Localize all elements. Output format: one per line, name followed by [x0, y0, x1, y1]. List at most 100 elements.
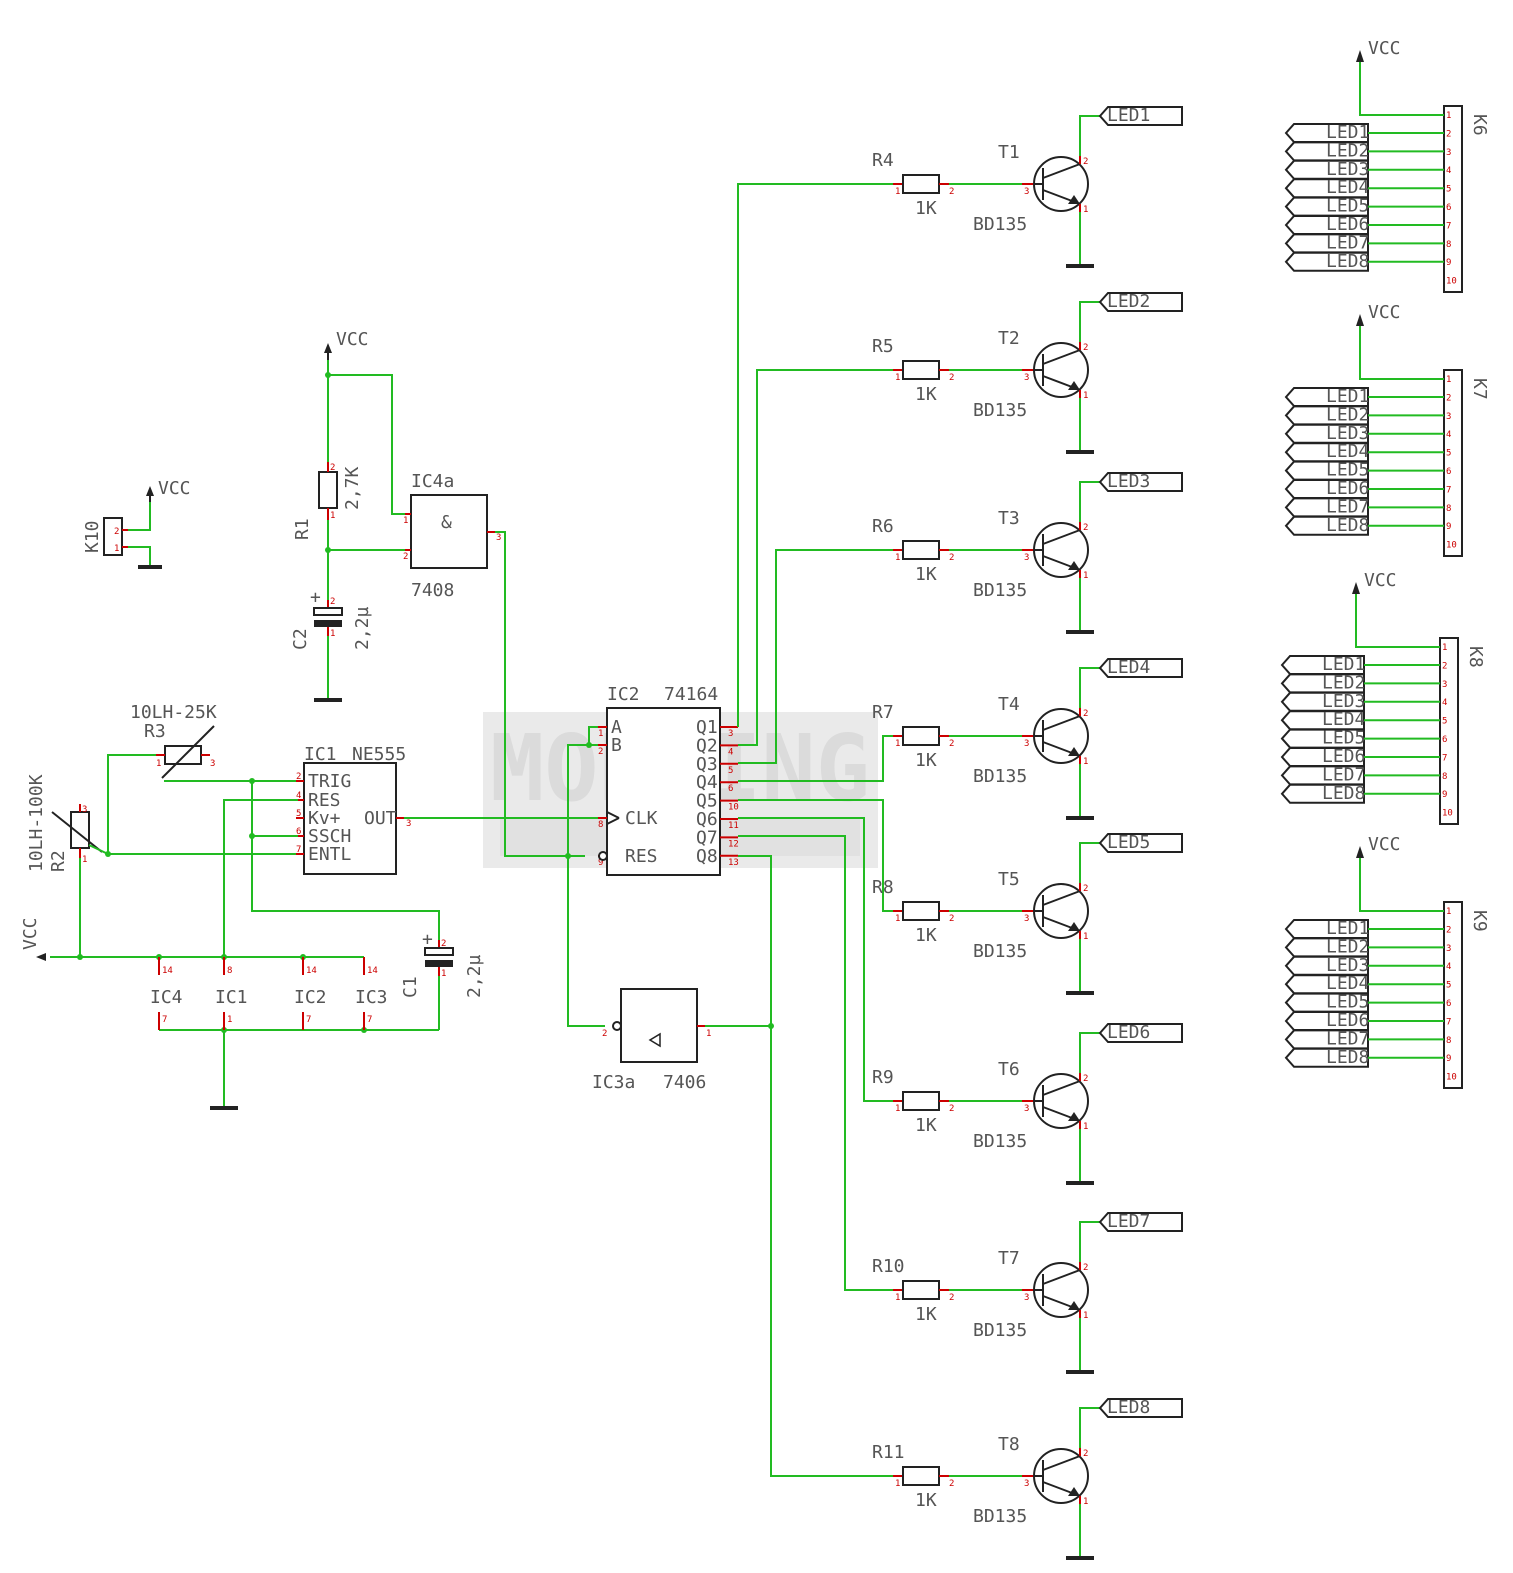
emitter-arrow-icon — [1068, 561, 1080, 570]
pin-number: 2 — [441, 939, 446, 949]
resistor-value: 1K — [915, 1490, 937, 1511]
net-flag-label: LED4 — [1326, 177, 1369, 198]
pin-number: 1 — [1083, 571, 1088, 581]
pin-number: 3 — [1024, 914, 1029, 924]
ic1-ne555 — [303, 762, 397, 875]
transistor-name: T5 — [998, 869, 1020, 890]
net-flag-label: LED7 — [1326, 232, 1369, 253]
reset-network: VCC 2 1 R1 2,7K 2 1 + C2 2,2µ 1 2 3 & I — [290, 329, 585, 857]
pin-number: 2 — [949, 1293, 954, 1303]
pin-number: 2 — [330, 463, 335, 473]
pin-number: 3 — [210, 759, 215, 769]
net-flag-label: LED8 — [1326, 251, 1369, 272]
pin-number: 3 — [1024, 1293, 1029, 1303]
pin-number: 1 — [895, 1293, 900, 1303]
ic2-input-label: RES — [625, 846, 658, 867]
pin-number: 2 — [949, 1479, 954, 1489]
net-flag-label: LED4 — [1322, 709, 1365, 730]
net-flag-label: LED5 — [1107, 832, 1150, 853]
pin-number: 1 — [895, 914, 900, 924]
resistor-name: R9 — [872, 1067, 894, 1088]
connector-name: K7 — [1469, 378, 1490, 400]
pin-number: 4 — [1442, 698, 1447, 708]
pin-number: 1 — [1083, 1497, 1088, 1507]
vcc-label: VCC — [1368, 38, 1401, 59]
pin-number: 10 — [1446, 1073, 1457, 1083]
net-flag-label: LED1 — [1107, 105, 1150, 126]
connector-k10: 2 1 K10 VCC — [82, 478, 191, 569]
pin-number: 9 — [1446, 522, 1451, 532]
resistor-value: 1K — [915, 564, 937, 585]
net-flag — [1098, 1212, 1183, 1232]
net-flag-label: LED1 — [1326, 122, 1369, 143]
pin-number: 2 — [330, 597, 335, 607]
pin-number: 5 — [1442, 717, 1447, 727]
pin-number: 2 — [949, 187, 954, 197]
resistor-body — [902, 1466, 940, 1486]
pin-number: 6 — [1446, 999, 1451, 1009]
pin-number: 2 — [1446, 129, 1451, 139]
pin-number: 9 — [1442, 790, 1447, 800]
resistor-name: R6 — [872, 516, 894, 537]
pin-number: 1 — [1446, 111, 1451, 121]
pin-number: 6 — [1442, 735, 1447, 745]
pin-number: 2 — [1083, 884, 1088, 894]
pin-number: 3 — [1024, 739, 1029, 749]
ic1-out-label: OUT — [364, 808, 397, 829]
pin-number: 2 — [1083, 343, 1088, 353]
transistor-name: T6 — [998, 1059, 1020, 1080]
ic2-output-label: Q6 — [696, 809, 718, 830]
pin-number: 8 — [598, 820, 603, 830]
r1-value: 2,7K — [342, 466, 363, 510]
pin-number: 2 — [949, 1104, 954, 1114]
vcc-label: VCC — [1368, 834, 1401, 855]
pin-number: 1 — [227, 1015, 232, 1025]
ic2-input-label: A — [611, 717, 622, 738]
pin-number: 1 — [1446, 907, 1451, 917]
net-flag-label: LED1 — [1326, 918, 1369, 939]
pin-number: 3 — [496, 533, 501, 543]
pin-number: 3 — [1024, 187, 1029, 197]
ic2-output-label: Q1 — [696, 717, 718, 738]
pin-number: 1 — [1446, 375, 1451, 385]
pin-number: 2 — [949, 373, 954, 383]
transistor-part: BD135 — [973, 400, 1027, 421]
pin-number: 2 — [949, 553, 954, 563]
power-ic-label: IC4 — [150, 987, 183, 1008]
net-flag-label: LED4 — [1326, 973, 1369, 994]
ic2-name: IC2 — [607, 684, 640, 705]
ic2-74164 — [606, 707, 721, 876]
net-flag-label: LED6 — [1326, 478, 1369, 499]
net-flag-label: LED7 — [1107, 1211, 1150, 1232]
vcc-label: VCC — [1368, 302, 1401, 323]
net-flag — [1098, 106, 1183, 126]
transistor-part: BD135 — [973, 941, 1027, 962]
transistor-name: T8 — [998, 1434, 1020, 1455]
net-flag-label: LED6 — [1326, 214, 1369, 235]
net-flag-label: LED5 — [1326, 992, 1369, 1013]
connector-k9: K912345678910VCCLED1LED2LED3LED4LED5LED6… — [1284, 834, 1490, 1089]
resistor-name: R10 — [872, 1256, 905, 1277]
pin-number: 4 — [728, 747, 733, 757]
net-flag-label: LED6 — [1107, 1022, 1150, 1043]
net-flag-label: LED3 — [1107, 471, 1150, 492]
net-flag-label: LED2 — [1107, 291, 1150, 312]
pin-number: 5 — [1446, 981, 1451, 991]
connector-k8: K812345678910VCCLED1LED2LED3LED4LED5LED6… — [1280, 570, 1486, 825]
pin-number: 10 — [1442, 809, 1453, 819]
pin-number: 1 — [895, 373, 900, 383]
ic2-output-label: Q2 — [696, 735, 718, 756]
net-flag — [1098, 472, 1183, 492]
net-flag-label: LED7 — [1322, 764, 1365, 785]
resistor-value: 1K — [915, 1304, 937, 1325]
potentiometer-r3 — [164, 745, 202, 765]
pin-number: 13 — [728, 858, 739, 868]
capacitor-c2 — [313, 607, 343, 616]
resistor-body — [902, 726, 940, 746]
c2-name: C2 — [290, 628, 311, 650]
net-flag-label: LED1 — [1322, 654, 1365, 675]
emitter-arrow-icon — [1068, 381, 1080, 390]
pin-number: 2 — [1442, 661, 1447, 671]
